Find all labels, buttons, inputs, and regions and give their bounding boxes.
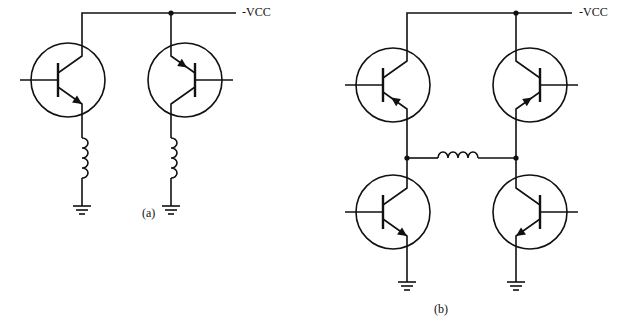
wire (515, 252, 517, 282)
wire (406, 252, 408, 282)
wire (515, 125, 517, 172)
ground-symbol (507, 282, 525, 290)
circuit-b (345, 10, 578, 290)
wire (406, 125, 408, 172)
figure-label: (a) (140, 206, 157, 220)
ground-symbol (162, 206, 180, 214)
wire (170, 120, 172, 138)
coil-symbol (171, 138, 177, 178)
supply-rail (407, 13, 572, 45)
junction-dot (513, 10, 518, 15)
junction-dot (168, 10, 173, 15)
circuit-a (20, 10, 236, 214)
coil-symbol (82, 138, 88, 178)
ground-symbol (73, 206, 91, 214)
supply-rail (82, 13, 236, 40)
transistor-symbol (493, 45, 578, 125)
transistor-symbol (148, 40, 233, 120)
wire (170, 178, 172, 206)
wire (81, 120, 83, 138)
wire (515, 13, 517, 45)
ground-symbol (398, 282, 416, 290)
transistor-symbol (493, 172, 578, 252)
wire (407, 157, 438, 159)
supply-label: -VCC (577, 5, 610, 19)
figure-label: (b) (432, 302, 450, 316)
transistor-symbol (345, 172, 430, 252)
supply-label: -VCC (240, 5, 273, 19)
transistor-symbol (20, 40, 105, 120)
wire (81, 178, 83, 206)
wire (170, 13, 172, 40)
coil-symbol (438, 152, 478, 158)
wire (478, 157, 516, 159)
transistor-symbol (345, 45, 430, 125)
